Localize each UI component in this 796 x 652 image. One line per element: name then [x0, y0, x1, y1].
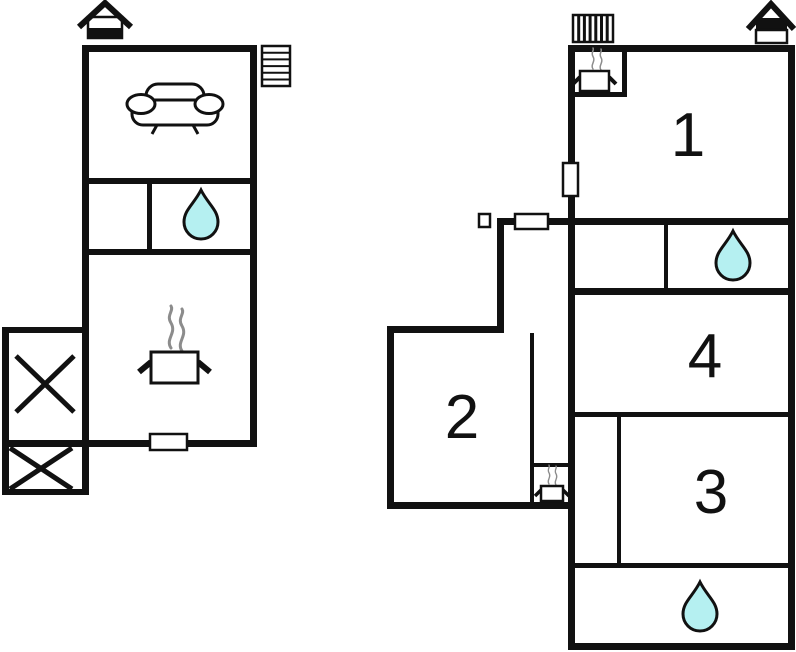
wall: [2, 489, 89, 495]
wall: [575, 563, 788, 568]
wall: [387, 502, 575, 509]
right-building: [477, 0, 796, 650]
wall: [89, 178, 250, 184]
wall: [89, 249, 250, 255]
corridor-and-room2: [387, 218, 575, 509]
fireplace-house-body: [754, 28, 789, 45]
steam-icon: [599, 48, 603, 71]
staircase-steps: [262, 51, 290, 81]
wall: [622, 52, 627, 97]
fireplace-house-icon: [76, 0, 134, 40]
wall: [568, 45, 575, 650]
pot-body: [539, 484, 565, 503]
wall: [788, 45, 795, 650]
wall: [530, 333, 534, 502]
cooking-pot-icon: [533, 464, 571, 503]
window-icon: [561, 161, 580, 198]
sofa-icon: [125, 82, 225, 135]
steam-icon: [554, 465, 558, 486]
cooking-pot-icon: [137, 304, 212, 385]
room-label-4: 4: [687, 322, 723, 391]
fireplace-house-roof: [745, 0, 796, 32]
pot-body: [149, 350, 200, 385]
fireplace-house-icon: [745, 0, 796, 45]
crossed-box-icon: [8, 445, 74, 492]
window-icon: [477, 212, 492, 229]
pot-body: [578, 69, 611, 93]
wall: [82, 447, 89, 495]
steam-icon: [547, 464, 551, 485]
wall: [82, 45, 89, 447]
wall: [575, 92, 627, 97]
radiator-icon: [571, 13, 615, 44]
wall: [568, 643, 795, 650]
steam-icon: [167, 304, 175, 350]
sofa-arm: [125, 93, 157, 115]
wall: [497, 218, 504, 332]
room-label-2: 2: [444, 383, 480, 452]
wall: [575, 412, 788, 417]
sofa-arm: [193, 93, 225, 115]
fireplace-house-base: [88, 28, 122, 38]
sofa-legs: [150, 124, 200, 135]
steam-icon: [591, 47, 595, 70]
wall: [617, 417, 621, 563]
radiator-bars: [577, 15, 609, 42]
door-icon: [148, 432, 189, 452]
wall: [568, 45, 795, 52]
staircase-icon: [260, 44, 292, 88]
pot-handles: [137, 359, 212, 375]
left-building: [2, 0, 292, 495]
wall: [147, 184, 152, 249]
wall: [387, 326, 394, 509]
cooking-pot-icon: [571, 47, 618, 93]
wall: [2, 327, 9, 495]
wall: [250, 45, 257, 447]
door-icon: [513, 212, 550, 231]
wall: [534, 463, 570, 467]
wall: [387, 326, 504, 333]
steam-icon: [178, 307, 186, 353]
fireplace-house-roof: [76, 0, 134, 30]
wall: [664, 225, 668, 288]
water-drop-icon: [681, 580, 719, 633]
crossed-box-icon: [14, 354, 76, 414]
wall: [575, 288, 788, 295]
water-drop-icon: [714, 229, 752, 282]
wall: [2, 440, 89, 447]
room-label-3: 3: [693, 458, 729, 527]
room-label-1: 1: [670, 101, 706, 170]
fireplace-house-base: [756, 18, 787, 31]
wall: [82, 45, 257, 52]
wall: [2, 327, 89, 333]
wall: [497, 218, 788, 225]
water-drop-icon: [182, 188, 220, 241]
